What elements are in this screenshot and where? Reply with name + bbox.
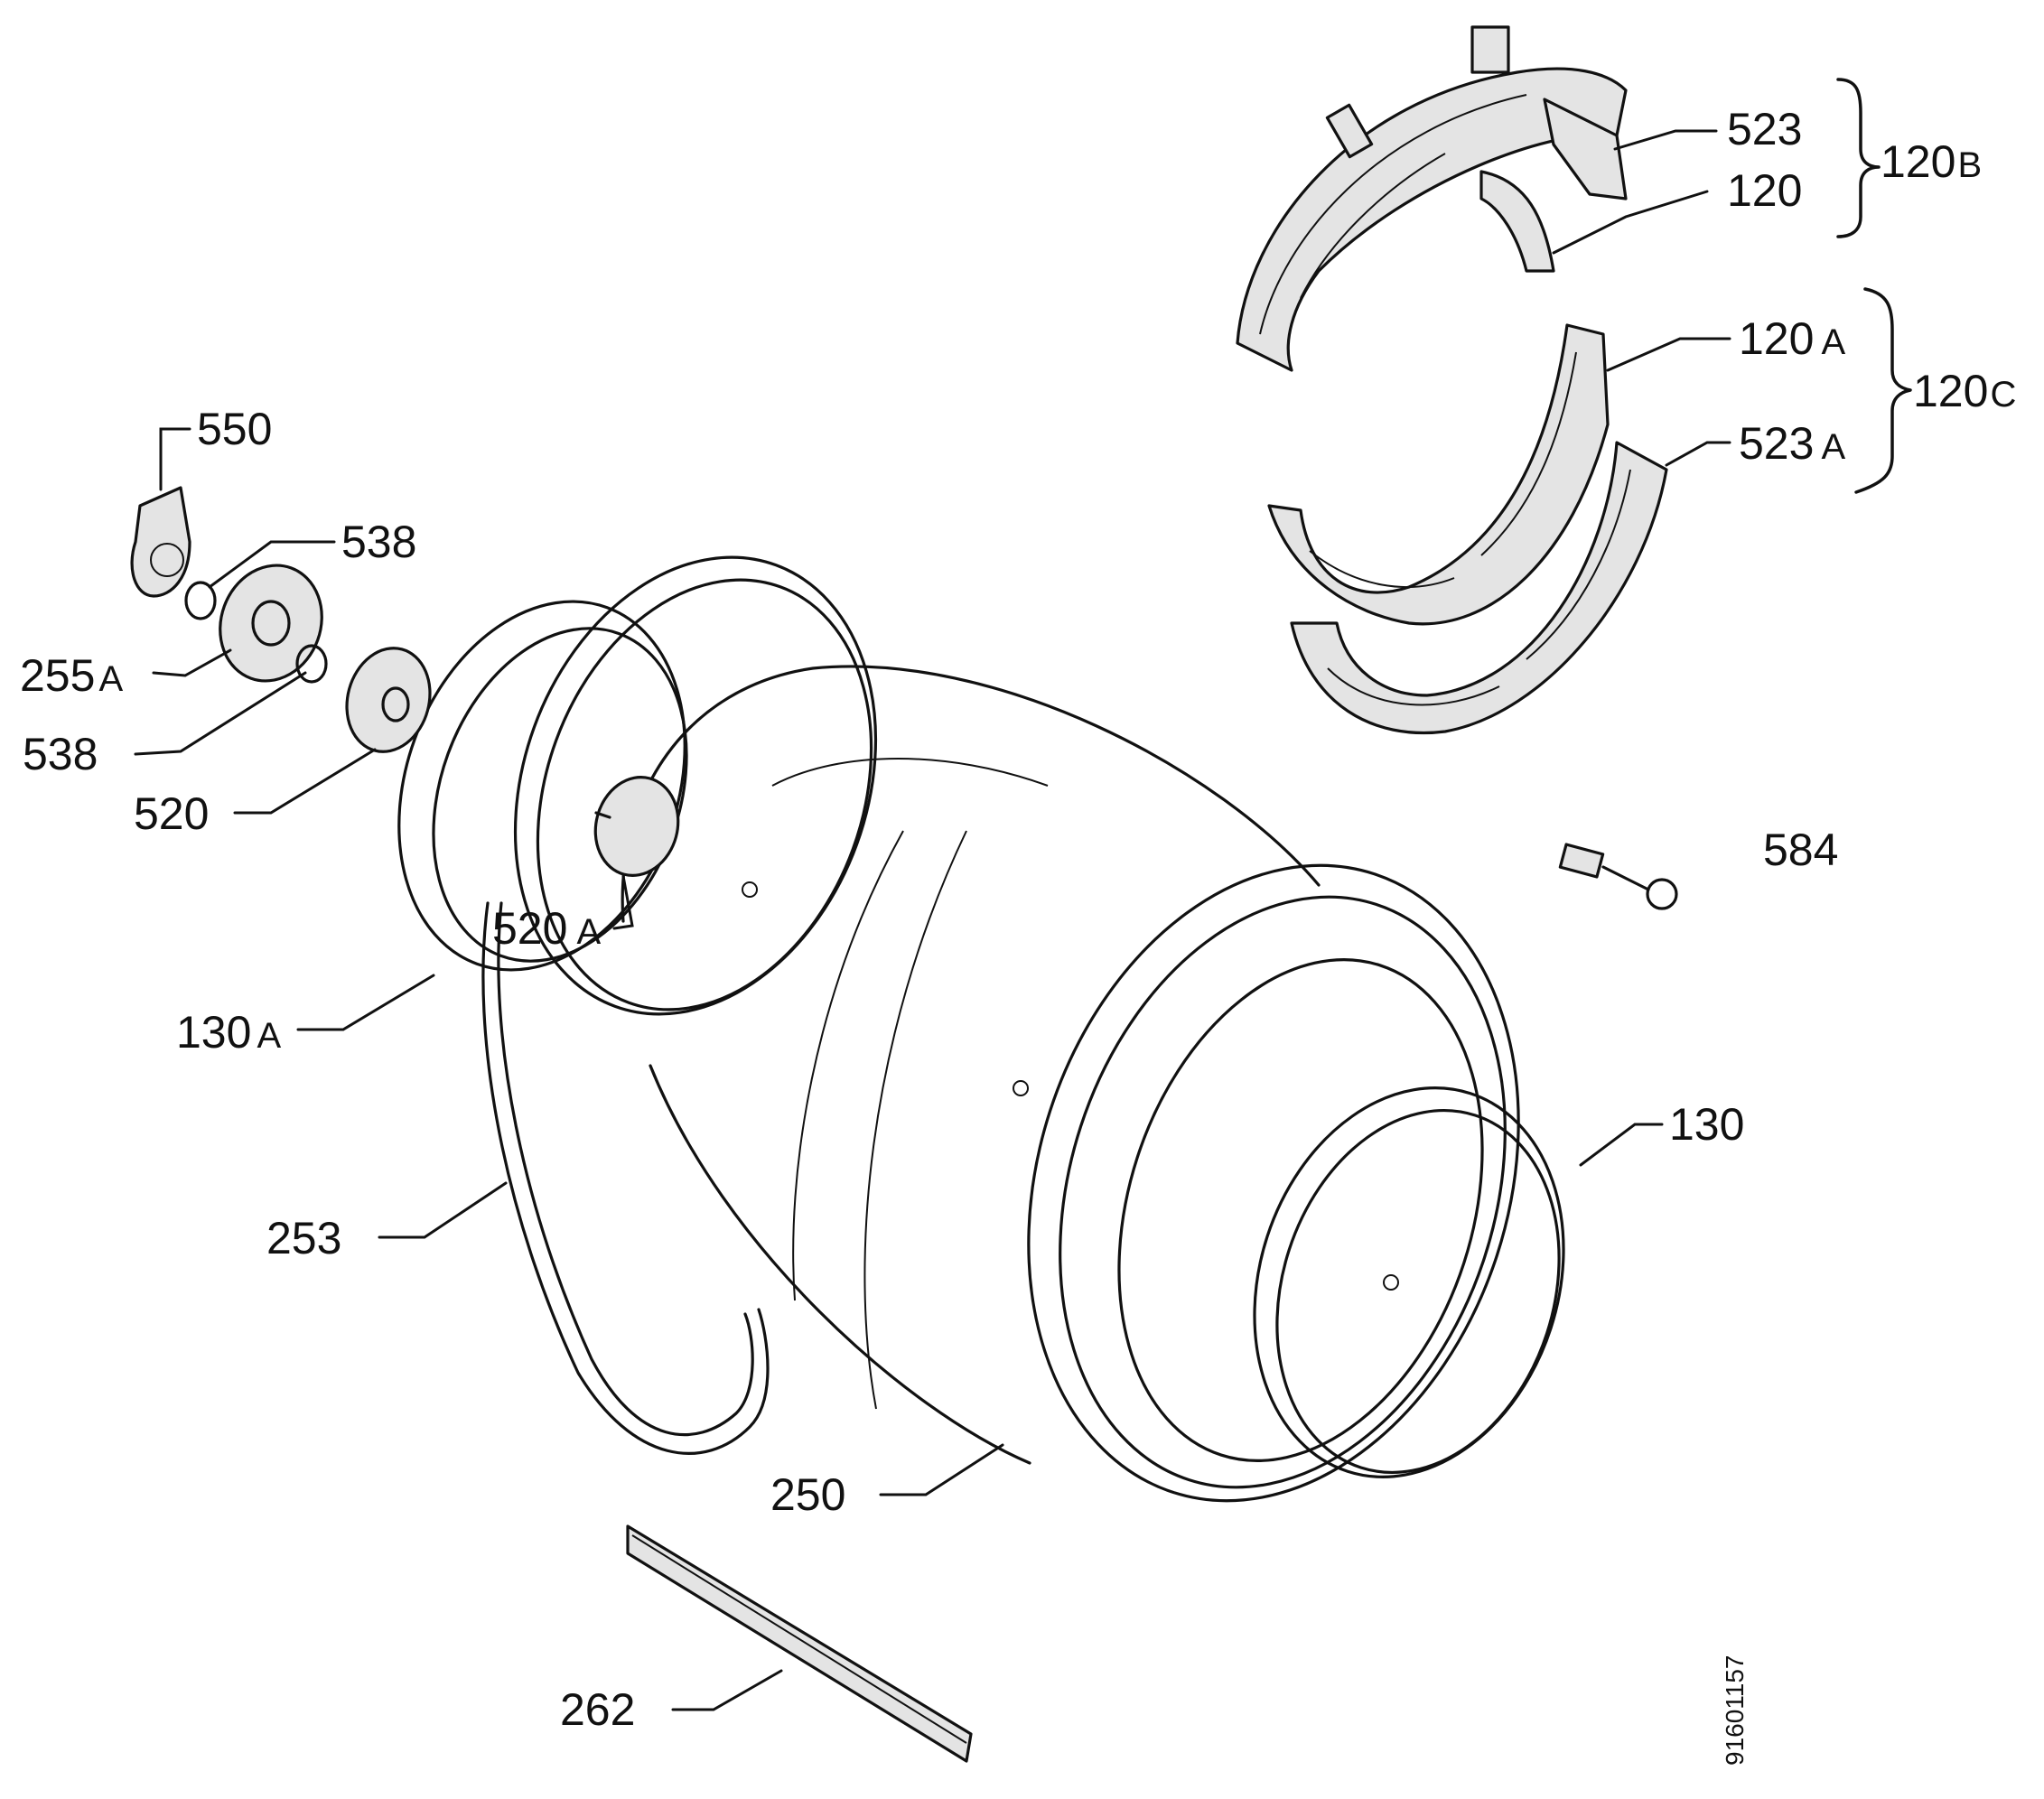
leader-538-bottom — [134, 671, 307, 756]
bearing-housing-255a — [219, 564, 323, 683]
leader-523a — [1665, 441, 1731, 467]
sensor-584 — [1558, 843, 1678, 910]
label-584: 584 — [1763, 825, 1838, 875]
label-253: 253 — [266, 1213, 341, 1263]
drum-back-ring — [513, 555, 878, 1016]
drive-belt-253 — [481, 901, 770, 1455]
leader-262 — [671, 1669, 783, 1711]
leader-520a — [612, 874, 634, 930]
front-ring-130 — [1027, 863, 1565, 1503]
label-523: 523 — [1727, 104, 1802, 154]
label-130: 130 — [1669, 1099, 1744, 1150]
label-550: 550 — [197, 404, 272, 454]
document-number: 91601157 — [1721, 1655, 1749, 1766]
label-120c: 120C — [1913, 366, 2016, 416]
brace-120c — [1854, 287, 1912, 494]
bearing-538-top — [184, 581, 217, 620]
label-538-top: 538 — [341, 517, 416, 567]
seal-strip-523a — [1290, 441, 1668, 735]
label-120: 120 — [1727, 165, 1802, 216]
leader-120 — [1552, 190, 1709, 255]
drum-250 — [621, 665, 1399, 1465]
label-520: 520 — [134, 788, 209, 839]
felt-strip-120a — [1267, 323, 1610, 626]
brace-120b — [1836, 78, 1881, 238]
flange-520 — [345, 647, 432, 753]
bearing-bracket-550 — [130, 486, 191, 598]
shaft-flange-520a — [593, 776, 680, 877]
label-250: 250 — [770, 1469, 845, 1520]
leader-538-top — [208, 540, 336, 589]
leader-550 — [159, 427, 191, 491]
leader-523 — [1613, 129, 1718, 151]
leader-253 — [378, 1181, 508, 1239]
bearing-538-bottom — [295, 644, 328, 684]
leader-130a — [296, 974, 435, 1031]
felt-seal-262 — [626, 1524, 973, 1763]
leader-130 — [1579, 1123, 1664, 1167]
seal-ring-120b — [1236, 25, 1628, 372]
label-262: 262 — [560, 1684, 635, 1735]
leader-250 — [879, 1443, 1004, 1496]
label-120b: 120B — [1881, 136, 1982, 187]
label-538-bottom: 538 — [23, 729, 98, 779]
leader-120a — [1606, 337, 1731, 372]
leader-520 — [233, 748, 377, 815]
leader-255a — [152, 648, 232, 677]
